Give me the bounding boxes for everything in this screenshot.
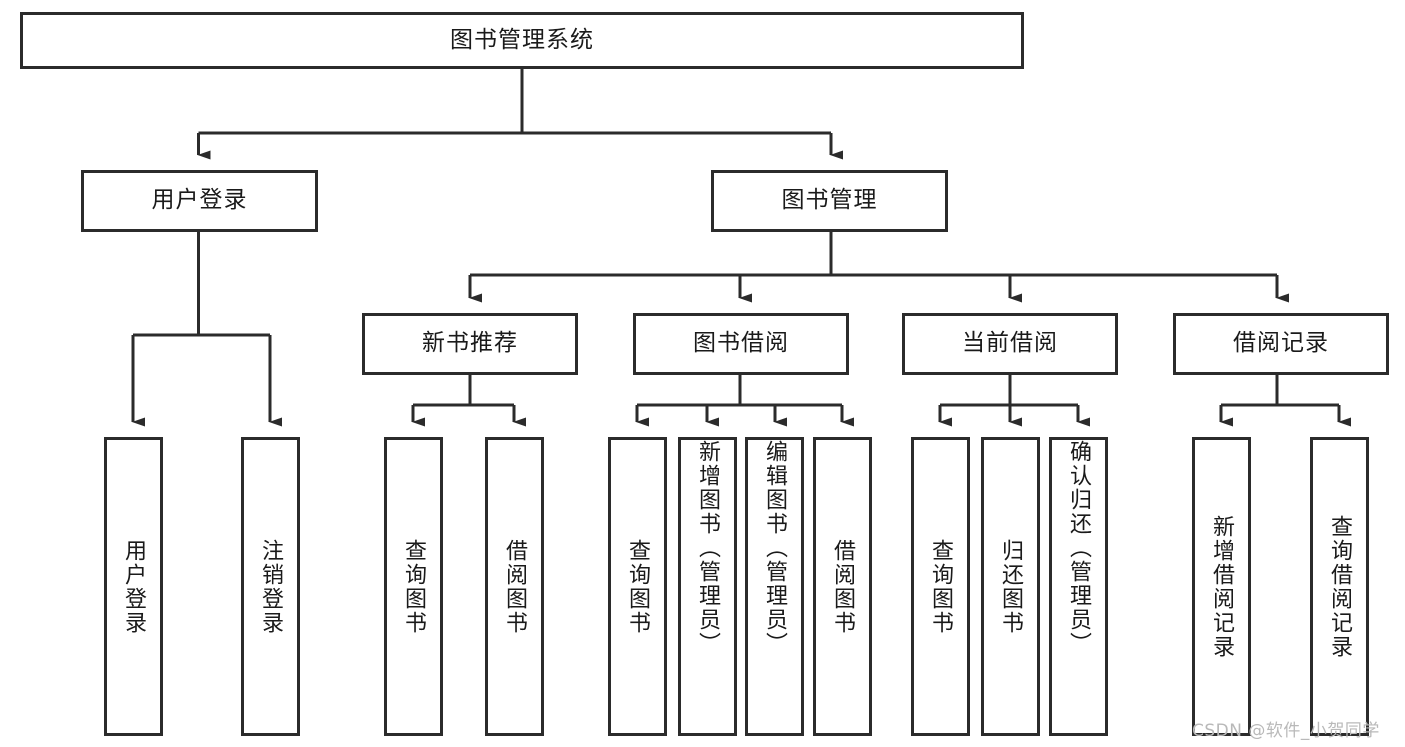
leaf-recommend-query-book-label: 查询图书 bbox=[401, 538, 427, 635]
leaf-recommend-borrow-book-label: 借阅图书 bbox=[502, 538, 528, 635]
leaf-records-add-record-label: 新增借阅记录 bbox=[1209, 514, 1235, 659]
node-root-system-label: 图书管理系统 bbox=[450, 26, 594, 53]
node-new-book-recommend[interactable]: 新书推荐 bbox=[362, 313, 578, 375]
leaf-borrow-borrow-book-label: 借阅图书 bbox=[830, 538, 856, 635]
leaf-records-add-record[interactable]: 新增借阅记录 bbox=[1192, 437, 1251, 736]
leaf-borrow-edit-book[interactable]: 编辑图书（管理员） bbox=[745, 437, 804, 736]
node-borrow-records[interactable]: 借阅记录 bbox=[1173, 313, 1389, 375]
node-book-management-label: 图书管理 bbox=[781, 187, 878, 214]
leaf-records-query-record-label: 查询借阅记录 bbox=[1327, 514, 1353, 659]
leaf-recommend-query-book[interactable]: 查询图书 bbox=[384, 437, 443, 736]
node-user-login-label: 用户登录 bbox=[151, 187, 248, 214]
leaf-user-login-signin-label: 用户登录 bbox=[121, 538, 147, 635]
node-book-borrow-label: 图书借阅 bbox=[693, 330, 789, 357]
leaf-borrow-query-book-label: 查询图书 bbox=[625, 538, 651, 635]
leaf-recommend-borrow-book[interactable]: 借阅图书 bbox=[485, 437, 544, 736]
node-root-system[interactable]: 图书管理系统 bbox=[20, 12, 1024, 69]
node-new-book-recommend-label: 新书推荐 bbox=[422, 330, 518, 357]
node-borrow-records-label: 借阅记录 bbox=[1233, 330, 1329, 357]
leaf-current-confirm-return[interactable]: 确认归还（管理员） bbox=[1049, 437, 1108, 736]
node-book-borrow[interactable]: 图书借阅 bbox=[633, 313, 849, 375]
node-user-login[interactable]: 用户登录 bbox=[81, 170, 318, 232]
leaf-borrow-edit-book-label: 编辑图书（管理员） bbox=[762, 440, 788, 656]
leaf-borrow-query-book[interactable]: 查询图书 bbox=[608, 437, 667, 736]
leaf-records-query-record[interactable]: 查询借阅记录 bbox=[1310, 437, 1369, 736]
leaf-current-query-book-label: 查询图书 bbox=[928, 538, 954, 635]
node-current-borrow[interactable]: 当前借阅 bbox=[902, 313, 1118, 375]
node-current-borrow-label: 当前借阅 bbox=[962, 330, 1058, 357]
leaf-user-login-signout[interactable]: 注销登录 bbox=[241, 437, 300, 736]
leaf-current-confirm-return-label: 确认归还（管理员） bbox=[1066, 440, 1092, 656]
leaf-borrow-borrow-book[interactable]: 借阅图书 bbox=[813, 437, 872, 736]
leaf-borrow-add-book-label: 新增图书（管理员） bbox=[695, 440, 721, 656]
leaf-current-return-book-label: 归还图书 bbox=[998, 538, 1024, 635]
leaf-user-login-signout-label: 注销登录 bbox=[258, 538, 284, 635]
leaf-borrow-add-book[interactable]: 新增图书（管理员） bbox=[678, 437, 737, 736]
leaf-current-return-book[interactable]: 归还图书 bbox=[981, 437, 1040, 736]
leaf-current-query-book[interactable]: 查询图书 bbox=[911, 437, 970, 736]
node-book-management[interactable]: 图书管理 bbox=[711, 170, 948, 232]
leaf-user-login-signin[interactable]: 用户登录 bbox=[104, 437, 163, 736]
